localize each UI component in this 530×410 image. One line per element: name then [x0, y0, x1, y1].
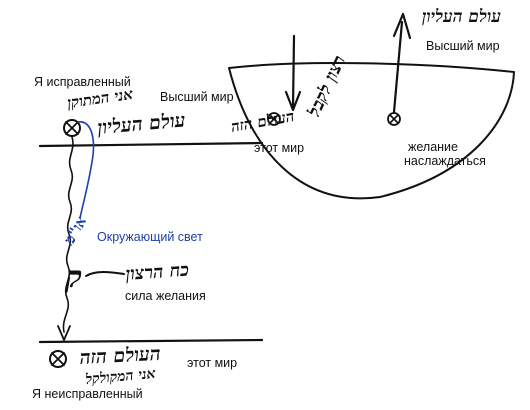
- corrected-me-marker-icon: [63, 119, 81, 137]
- higher-world-hebrew-right: עולם העליון: [422, 7, 501, 27]
- this-world-marker-icon: [267, 112, 281, 126]
- this-world-hebrew: העולם הזה: [79, 343, 161, 369]
- higher-world-label: Высший мир: [160, 90, 234, 104]
- force-arrow: [85, 271, 125, 277]
- this-world-label-right: этот мир: [254, 141, 304, 155]
- desire-rising-line: [392, 20, 404, 114]
- this-world-hebrew-right: העולם הזה: [230, 107, 297, 136]
- surrounding-light-label: Окружающий свет: [97, 230, 203, 244]
- force-symbol: ק: [65, 260, 82, 295]
- right-diagram: עולם העליון העולם הזה רצון לקבל Высший м…: [228, 7, 515, 200]
- light-curve: [77, 121, 95, 219]
- higher-world-line: [38, 141, 264, 148]
- desire-label-line1: желание: [408, 140, 458, 154]
- incoming-light-arrow-icon: [284, 90, 302, 112]
- vessel-bowl: [228, 62, 515, 200]
- left-diagram: אני המתוקן עולם העליון או"מ כח הרצון ק ה…: [32, 75, 264, 401]
- force-of-desire-label: сила желания: [125, 289, 206, 303]
- corrected-me-label: Я исправленный: [34, 75, 131, 89]
- this-world-label: этот мир: [187, 356, 237, 370]
- higher-world-label-right: Высший мир: [426, 39, 500, 53]
- higher-world-hebrew: עולם העליון: [97, 109, 187, 139]
- surrounding-light-wave: [62, 136, 74, 333]
- incoming-light-line: [291, 34, 296, 110]
- desire-label-line2: наслаждаться: [404, 154, 486, 168]
- uncorrected-me-label: Я неисправленный: [32, 387, 143, 401]
- force-of-desire-hebrew: כח הרצון: [125, 260, 190, 285]
- wave-arrow-head-icon: [57, 325, 71, 341]
- desire-marker-icon: [387, 112, 401, 126]
- desire-rising-arrow-icon: [392, 12, 412, 40]
- uncorrected-me-hebrew: אני המקולקל: [85, 366, 156, 388]
- surrounding-light-hebrew: או"מ: [59, 213, 90, 249]
- uncorrected-me-marker-icon: [49, 350, 67, 368]
- this-world-line: [38, 338, 264, 344]
